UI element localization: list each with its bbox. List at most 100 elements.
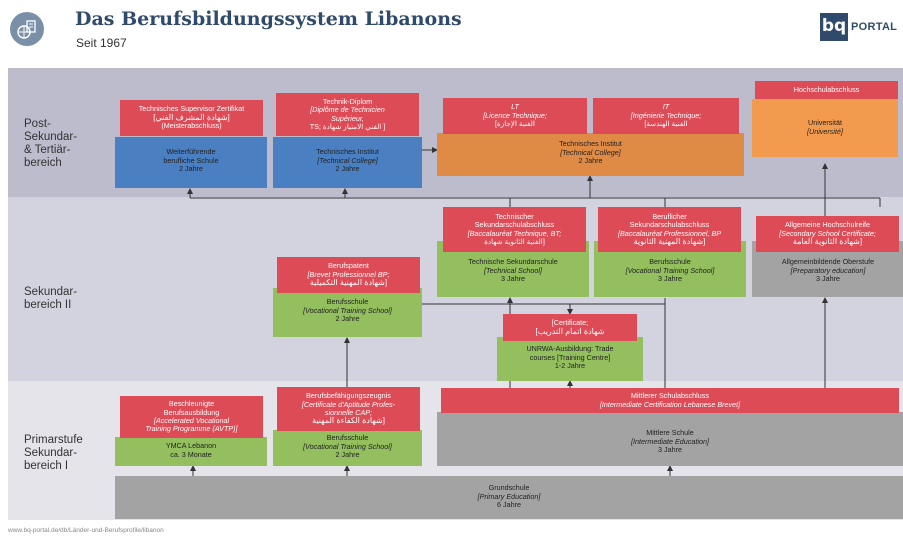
cert-line: [شهادة المشرف الفني] xyxy=(153,112,230,122)
cert-it: IT [Ingénierie Technique; [الفنية الهندس… xyxy=(593,98,739,134)
box-line: Berufsschule xyxy=(326,433,369,442)
cert-lt: LT [Licence Technique; [الفنية الإجازة xyxy=(443,98,587,134)
cert-line: Training Programme (AVTP)] xyxy=(145,424,238,434)
box-line: 3 Jahre xyxy=(658,445,682,455)
cert-line: Technisches Supervisor Zertifikat xyxy=(138,104,245,114)
header-globe-icon xyxy=(10,12,44,46)
box-grundschule: Grundschule [Primary Education] 6 Jahre xyxy=(115,476,903,519)
box-line: [Primary Education] xyxy=(477,491,541,501)
page-title: Das Berufsbildungssystem Libanons xyxy=(75,8,462,30)
box-line: Technisches Institut xyxy=(316,147,379,156)
cert-line: TS; الفني الامتياز شهادة ] xyxy=(309,121,386,131)
box-line: 2 Jahre xyxy=(578,156,603,166)
footer-url[interactable]: www.bq-portal.de/db/Länder-und-Berufspro… xyxy=(8,527,164,534)
box-line: Berufsschule xyxy=(649,257,691,266)
logo-mark: bq xyxy=(820,13,848,41)
box-line: [Vocational Training School] xyxy=(303,441,392,451)
box-line: [Technical School] xyxy=(483,265,543,275)
cert-beruflicher-sekundarschulabschluss: Beruflicher Sekundarschulabschluss [Bacc… xyxy=(598,207,741,252)
box-technisches-institut-2: Technisches Institut [Technical College]… xyxy=(437,133,744,176)
box-line: [Technical College] xyxy=(317,155,378,165)
box-unrwa: UNRWA-Ausbildung: Trade courses [Trainin… xyxy=(497,337,643,381)
cert-line: Technik-Diplom xyxy=(322,96,373,106)
cert-line: (Meisterabschluss) xyxy=(161,121,222,131)
cert-line: الفنية الثانوية شهادة] xyxy=(484,236,545,246)
box-line: 3 Jahre xyxy=(501,274,525,284)
box-line: 3 Jahre xyxy=(658,274,682,284)
box-mittlere-schule: Mittlere Schule [Intermediate Education]… xyxy=(437,412,903,466)
cert-line: [Licence Technique; xyxy=(483,110,547,120)
box-line: Universität xyxy=(808,118,842,127)
box-line: Technisches Institut xyxy=(559,139,622,148)
logo-text: PORTAL xyxy=(851,21,898,33)
box-line: [Vocational Training School] xyxy=(303,305,392,315)
cert-supervisor: Technisches Supervisor Zertifikat [شهادة… xyxy=(120,100,263,136)
cert-mittlerer-schulabschluss: Mittlerer Schulabschluss [Intermediate C… xyxy=(441,388,899,413)
box-line: 3 Jahre xyxy=(816,274,840,284)
box-line: [Technical College] xyxy=(560,147,621,157)
box-line: 6 Jahre xyxy=(497,500,521,510)
cert-beschleunigte-berufsausbildung: Beschleunigte Berufsausbildung [Accelera… xyxy=(120,396,263,438)
cert-line: [Ingénierie Technique; xyxy=(630,110,702,120)
cert-certificate: [Certificate; [شهادة اتمام التدريب xyxy=(503,314,637,341)
box-berufsschule-2j-b: Berufsschule [Vocational Training School… xyxy=(273,430,422,466)
cert-technischer-sekundarschulabschluss: Technischer Sekundarschulabschluss [Bacc… xyxy=(443,207,586,252)
box-universitaet: Universität [Université] xyxy=(752,99,898,157)
cert-berufsbefaehigungszeugnis: Berufsbefähigungszeugnis [Certificate d'… xyxy=(277,387,420,431)
band-label-sek2: Sekundar- bereich II xyxy=(24,286,78,311)
box-line: 2 Jahre xyxy=(335,164,360,174)
cert-line: [Secondary School Certificate; xyxy=(779,228,876,238)
cert-line: Allgemeine Hochschulreife xyxy=(784,220,871,230)
band-label-post: Post- Sekundar- & Tertiär- bereich xyxy=(24,118,78,169)
cert-line: Supérieur, xyxy=(331,113,364,123)
box-line: UNRWA-Ausbildung: Trade xyxy=(526,344,614,353)
box-berufsschule-2j: Berufsschule [Vocational Training School… xyxy=(273,288,422,337)
cert-hochschulabschluss: Hochschulabschluss xyxy=(755,81,898,99)
cert-technik-diplom: Technik-Diplom [Diplôme de Technicien Su… xyxy=(276,93,419,136)
cert-line: [Diplôme de Technicien xyxy=(310,105,385,115)
cert-line: Beruflicher xyxy=(652,211,687,221)
cert-berufspatent: Berufspatent [Brevet Professionnel BP; ش… xyxy=(277,257,420,293)
cert-line: Sekundarschulabschluss xyxy=(474,220,555,230)
page-subtitle: Seit 1967 xyxy=(76,36,127,50)
cert-line: شهادة الثانوية العامة] xyxy=(792,237,863,247)
cert-line: IT xyxy=(662,102,670,112)
box-line: [Intermediate Education] xyxy=(631,436,709,446)
cert-line: [Baccalauréat Technique, BT; xyxy=(467,228,562,238)
cert-line: Berufspatent xyxy=(328,261,369,271)
cert-line: [Accelerated Vocational xyxy=(153,416,230,425)
box-line: berufliche Schule xyxy=(163,155,219,165)
box-line: ca. 3 Monate xyxy=(170,449,212,459)
box-line: 2 Jahre xyxy=(335,450,360,460)
box-technisches-institut-1: Technisches Institut [Technical College]… xyxy=(273,137,422,188)
box-line: Allgemeinbildende Oberstufe xyxy=(781,257,875,266)
box-line: YMCA Lebanon xyxy=(165,441,217,450)
cert-line: شهادة المهنية الثانوية] xyxy=(633,236,706,246)
box-line: courses [Training Centre] xyxy=(529,352,611,362)
cert-line: Beschleunigte xyxy=(168,399,215,409)
cert-line: [Baccalauréat Professionnel, BP xyxy=(617,228,722,238)
box-line: [Université] xyxy=(807,126,843,136)
box-line: Mittlere Schule xyxy=(646,428,694,437)
band-label-prim: Primarstufe Sekundar- bereich I xyxy=(24,434,83,472)
cert-line: شهادة الكفاءة المهنية] xyxy=(312,416,385,426)
cert-line: Technischer xyxy=(495,211,534,221)
box-line: Grundschule xyxy=(488,483,530,492)
cert-line: [Certificate d'Aptitude Profes- xyxy=(301,399,396,409)
box-line: Weiterführende xyxy=(166,147,216,156)
box-line: 2 Jahre xyxy=(179,164,203,174)
cert-line: [الفنية الإجازة xyxy=(495,119,535,129)
box-ymca: YMCA Lebanon ca. 3 Monate xyxy=(115,437,267,466)
cert-line: Sekundarschulabschluss xyxy=(629,220,710,230)
cert-line: شهادة المهنية التكميلية] xyxy=(309,278,388,288)
cert-line: Berufsbefähigungszeugnis xyxy=(306,391,391,401)
cert-line: Mittlerer Schulabschluss xyxy=(631,391,709,401)
bq-portal-logo: bq PORTAL xyxy=(820,13,903,43)
cert-line: sionnelle CAP; xyxy=(324,408,373,417)
cert-line: [Certificate; xyxy=(551,318,589,328)
box-line: Berufsschule xyxy=(326,297,369,306)
box-line: [Vocational Training School] xyxy=(625,265,715,275)
box-line: 2 Jahre xyxy=(335,314,360,324)
box-weiterfuehrende-schule: Weiterführende berufliche Schule 2 Jahre xyxy=(115,137,267,188)
